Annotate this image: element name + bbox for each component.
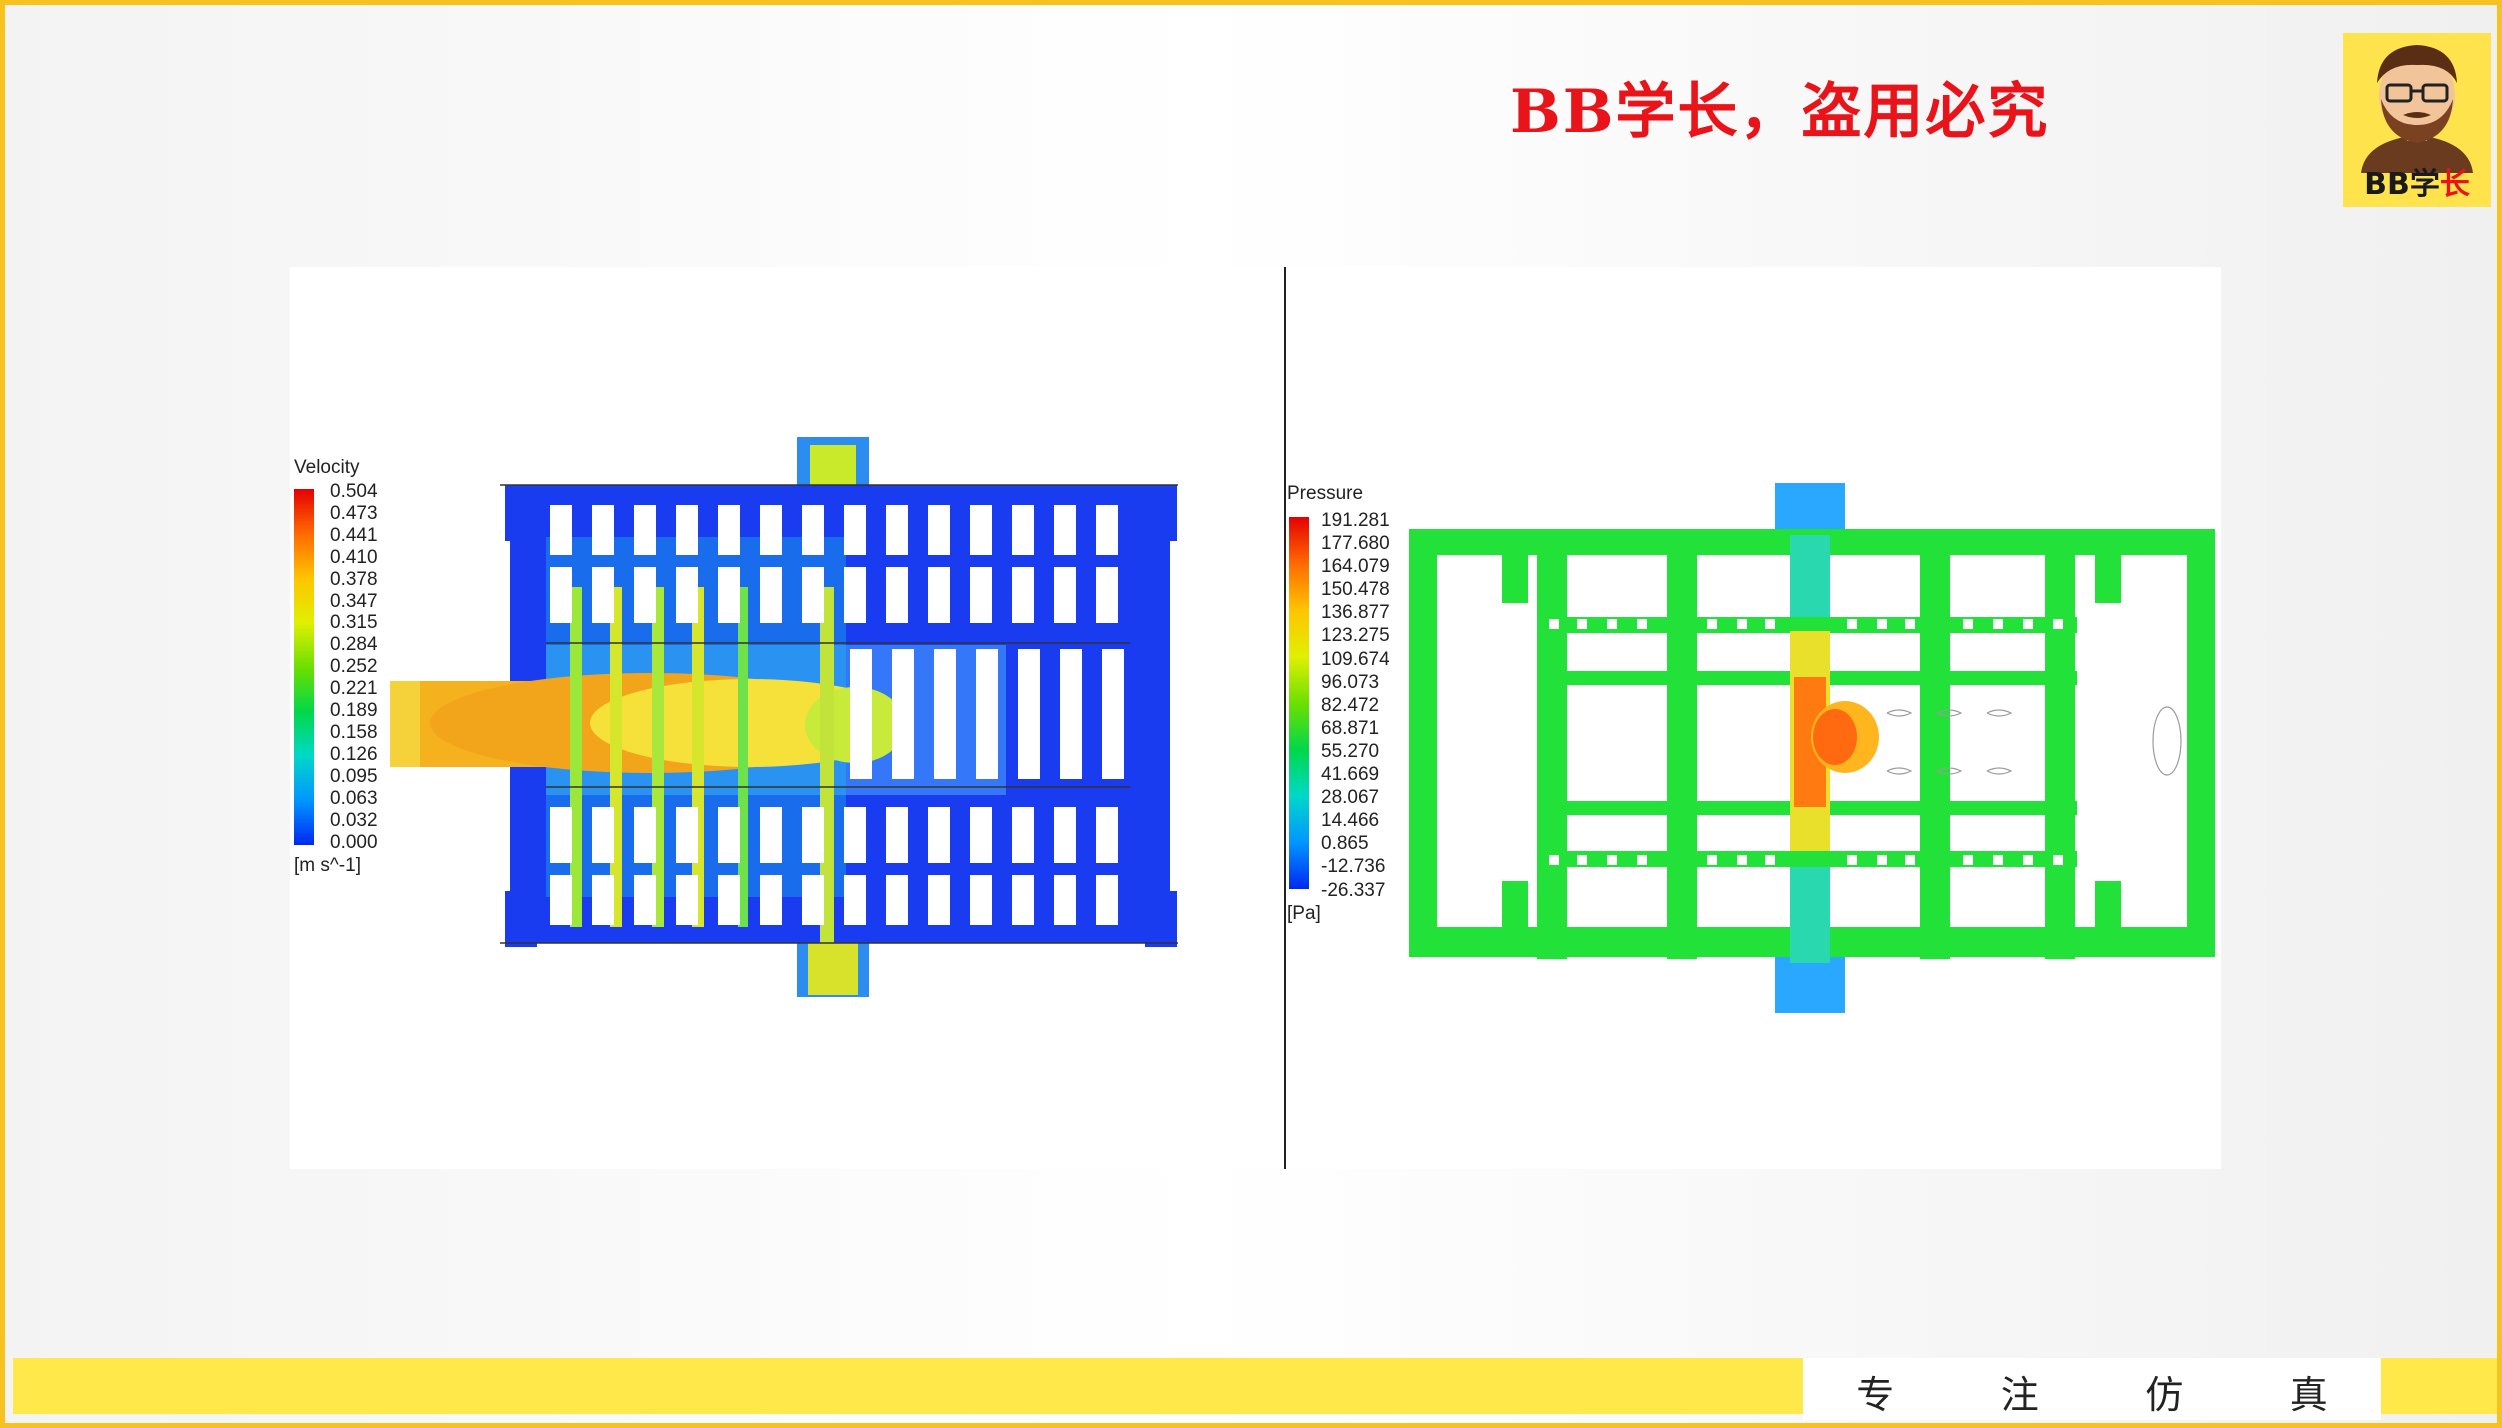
pressure-tick-label: 68.871	[1321, 717, 1380, 739]
velocity-tick-label: 0.063	[330, 787, 378, 809]
pressure-tick-label: 55.270	[1321, 740, 1380, 762]
velocity-tick-label: 0.158	[330, 721, 378, 743]
pressure-tick-label: 136.877	[1321, 602, 1390, 624]
slogan-char: 注	[2000, 1373, 2039, 1417]
velocity-tick-label: 0.095	[330, 765, 378, 787]
pressure-tick-label: 41.669	[1321, 764, 1380, 786]
footer-slogan: 专 注 仿 真	[1803, 1364, 2381, 1419]
velocity-tick-label: 0.441	[330, 524, 378, 546]
footer-slogan-box: 专 注 仿 真	[1803, 1358, 2381, 1420]
pressure-tick-label: 150.478	[1321, 579, 1390, 601]
pressure-legend-unit: [Pa]	[1287, 903, 1321, 924]
pressure-tick-label: 28.067	[1321, 787, 1380, 809]
velocity-tick-label: 0.252	[330, 656, 378, 678]
velocity-tick-label: 0.315	[330, 612, 378, 634]
velocity-tick-label: 0.504	[330, 481, 378, 502]
pressure-tick-label: 14.466	[1321, 810, 1380, 832]
velocity-color-bar	[294, 489, 314, 845]
pressure-legend-title: Pressure	[1287, 483, 1364, 504]
pressure-tick-label: 0.865	[1321, 833, 1369, 855]
velocity-tick-label: 0.284	[330, 634, 378, 656]
bb-logo: BB学长	[2343, 33, 2491, 207]
pressure-field-plot	[1409, 483, 2215, 1013]
velocity-tick-label: 0.032	[330, 809, 378, 831]
slogan-char: 仿	[2145, 1373, 2184, 1417]
velocity-tick-label: 0.410	[330, 546, 378, 568]
pressure-tick-label: 164.079	[1321, 556, 1390, 578]
velocity-tick-label: 0.000	[330, 831, 378, 853]
bearded-avatar-icon	[2361, 45, 2473, 173]
pressure-tick-label: 109.674	[1321, 648, 1390, 670]
velocity-tick-label: 0.473	[330, 502, 378, 524]
pressure-tick-label: 82.472	[1321, 694, 1380, 716]
velocity-tick-label: 0.126	[330, 743, 378, 765]
velocity-gap-pattern	[550, 505, 1124, 925]
watermark-title: BB学长，盗用必究	[1510, 77, 2050, 147]
slogan-char: 真	[2289, 1373, 2328, 1417]
pressure-tick-label: 177.680	[1321, 533, 1390, 555]
pressure-tick-label: -12.736	[1321, 856, 1386, 878]
logo-text: BB学长	[2364, 167, 2470, 202]
pressure-tick-label: 96.073	[1321, 671, 1380, 693]
velocity-legend-unit: [m s^-1]	[294, 855, 361, 876]
velocity-tick-label: 0.378	[330, 568, 378, 590]
pressure-gap-pattern	[1549, 619, 2063, 865]
panel-divider	[1284, 267, 1286, 1169]
velocity-field-plot	[390, 437, 1178, 997]
pressure-tick-label: -26.337	[1321, 879, 1386, 901]
velocity-legend-title: Velocity	[294, 457, 360, 478]
velocity-tick-label: 0.347	[330, 590, 378, 612]
slogan-char: 专	[1856, 1373, 1895, 1417]
velocity-tick-label: 0.221	[330, 678, 378, 700]
pressure-color-bar	[1289, 517, 1309, 889]
velocity-tick-label: 0.189	[330, 700, 378, 722]
pressure-tick-label: 123.275	[1321, 625, 1390, 647]
pressure-tick-label: 191.281	[1321, 510, 1390, 531]
